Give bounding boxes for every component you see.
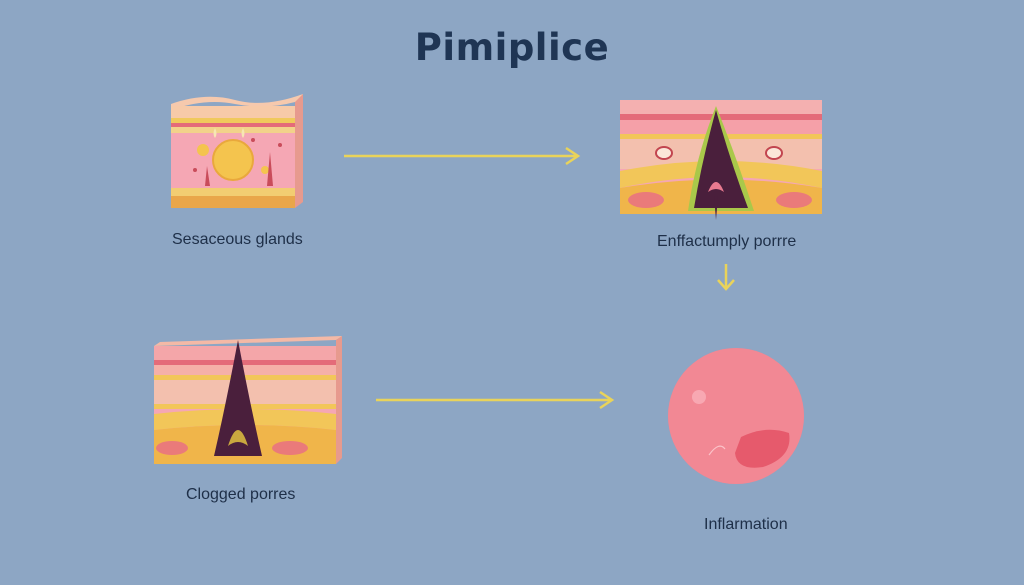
label-inflammation: Inflarmation xyxy=(704,516,788,533)
label-enflamed-pore: Enffactumply porrre xyxy=(657,233,797,250)
enflamed-pore-block xyxy=(620,100,822,220)
label-clogged-pores: Clogged porres xyxy=(186,486,296,503)
label-sebaceous-glands: Sesaceous glands xyxy=(172,231,303,248)
inflammation-bump xyxy=(668,348,804,484)
diagram-title: Pimiplice xyxy=(414,26,610,69)
arrow-down xyxy=(717,264,735,291)
clogged-pore-block xyxy=(154,336,342,464)
arrow-right-top xyxy=(344,146,581,166)
sebaceous-gland-block xyxy=(171,94,303,208)
arrow-right-bottom xyxy=(376,390,615,410)
